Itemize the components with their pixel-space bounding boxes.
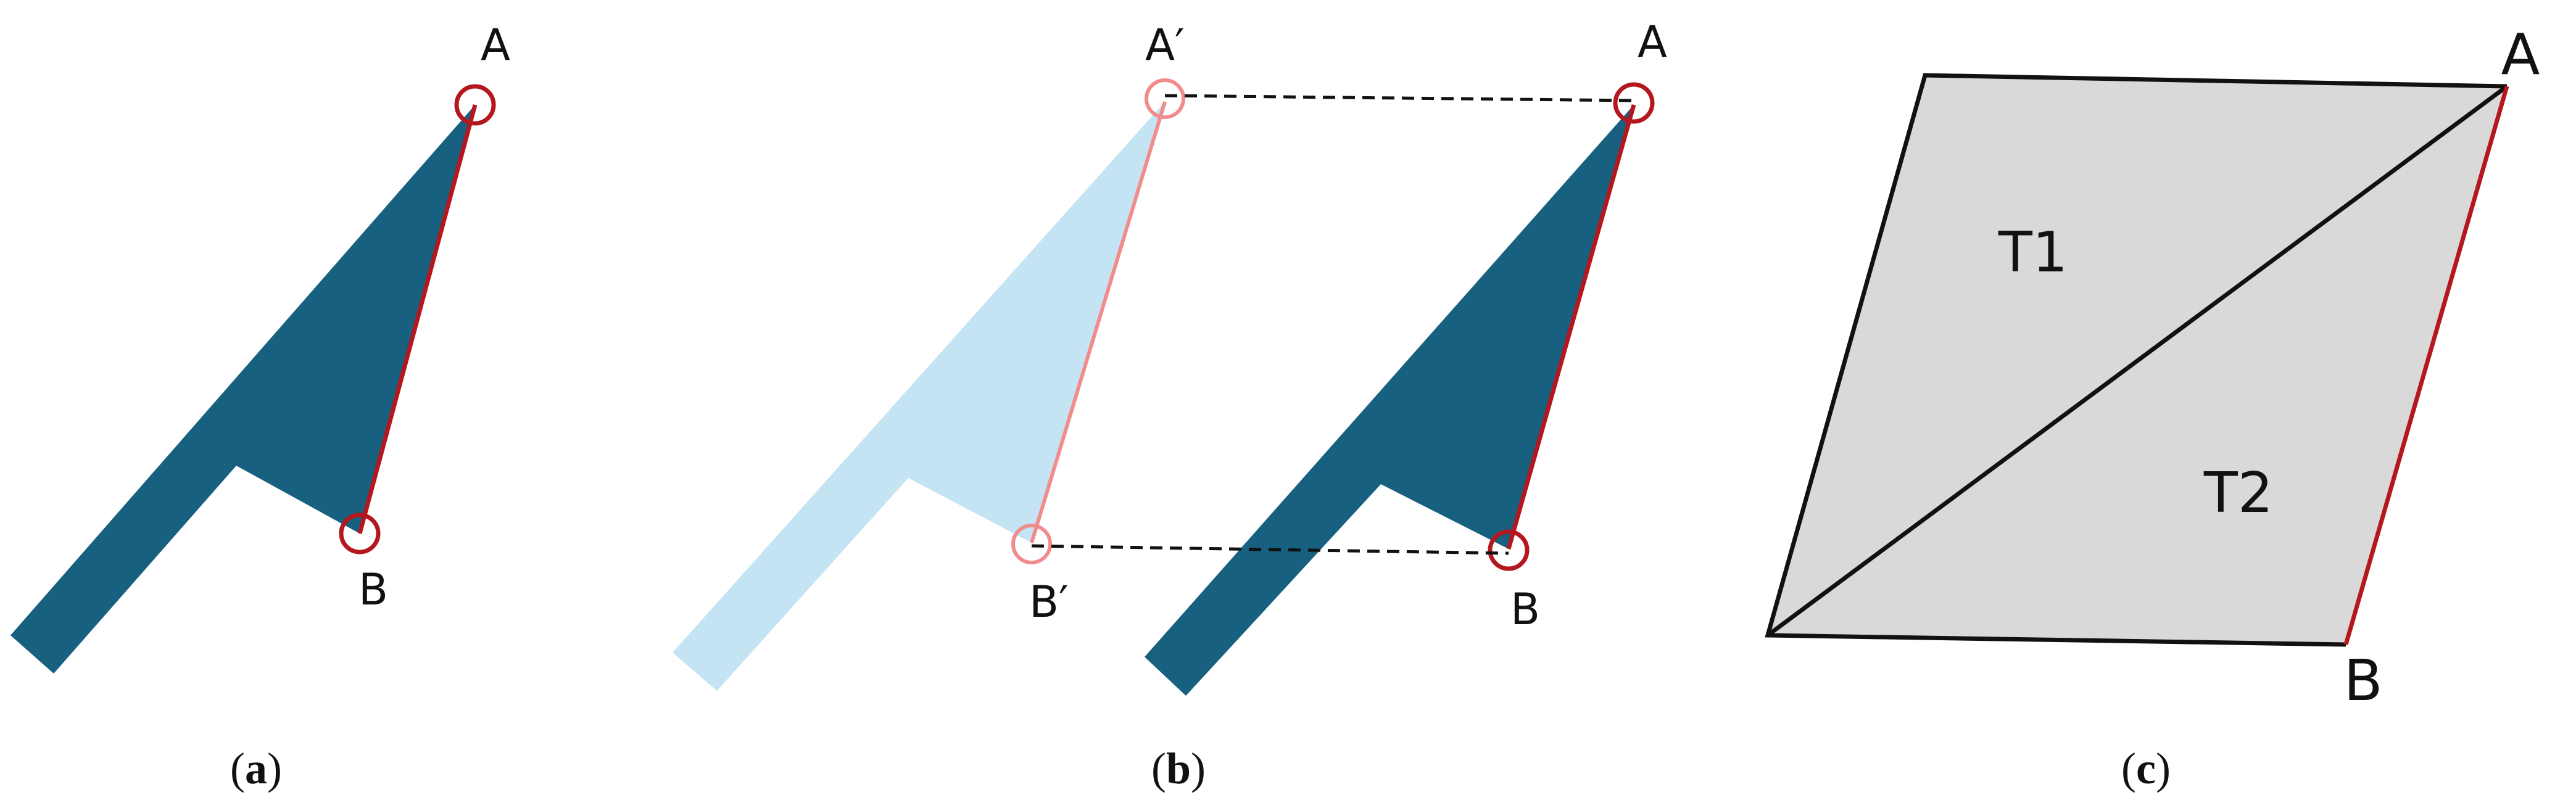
panel-a-edge-ab — [357, 104, 478, 534]
panel-b: A′ B′ A B (b) — [673, 17, 1667, 793]
panel-c-diagonal — [1766, 85, 2509, 637]
panel-c-edge-ab — [2343, 86, 2509, 645]
panel-b-label-b-prime: B′ — [1029, 577, 1069, 627]
panel-b-label-a-prime: A′ — [1145, 20, 1185, 70]
panel-b-marker-a — [1613, 82, 1655, 124]
panel-b-dark-shape — [1145, 105, 1634, 696]
panel-b-dashed-line-bottom — [1031, 544, 1509, 555]
panel-a-marker-a — [454, 84, 496, 126]
panel-b-edge-ab — [1506, 104, 1636, 550]
panel-a-label-b: B — [358, 564, 388, 615]
panel-c-label-t1: T1 — [1998, 220, 2068, 285]
panel-c-label-t2: T2 — [2203, 461, 2273, 526]
panel-a-shape — [10, 105, 475, 674]
panel-b-label-a: A — [1638, 17, 1667, 67]
panel-a-label-a: A — [481, 20, 510, 70]
panel-b-marker-b — [1488, 529, 1530, 571]
panel-b-dashed-line-top — [1164, 94, 1634, 102]
panel-c-outline — [1765, 73, 2508, 647]
panel-a-marker-b — [339, 513, 381, 554]
panel-a: A B (a) — [10, 20, 510, 793]
panel-b-marker-a-prime — [1145, 78, 1185, 119]
panel-c: T1 T2 A B (c) — [1765, 22, 2540, 793]
panel-b-light-shape — [673, 102, 1165, 691]
panel-b-edge-a-prime-b-prime — [1030, 101, 1167, 543]
panel-a-caption: (a) — [230, 744, 282, 793]
panel-c-caption: (c) — [2121, 744, 2171, 793]
panel-b-label-b: B — [1510, 584, 1540, 635]
panel-c-label-b: B — [2343, 648, 2382, 714]
panel-c-label-a: A — [2501, 22, 2540, 88]
panel-b-caption: (b) — [1151, 744, 1206, 793]
panel-b-marker-b-prime — [1011, 524, 1052, 564]
